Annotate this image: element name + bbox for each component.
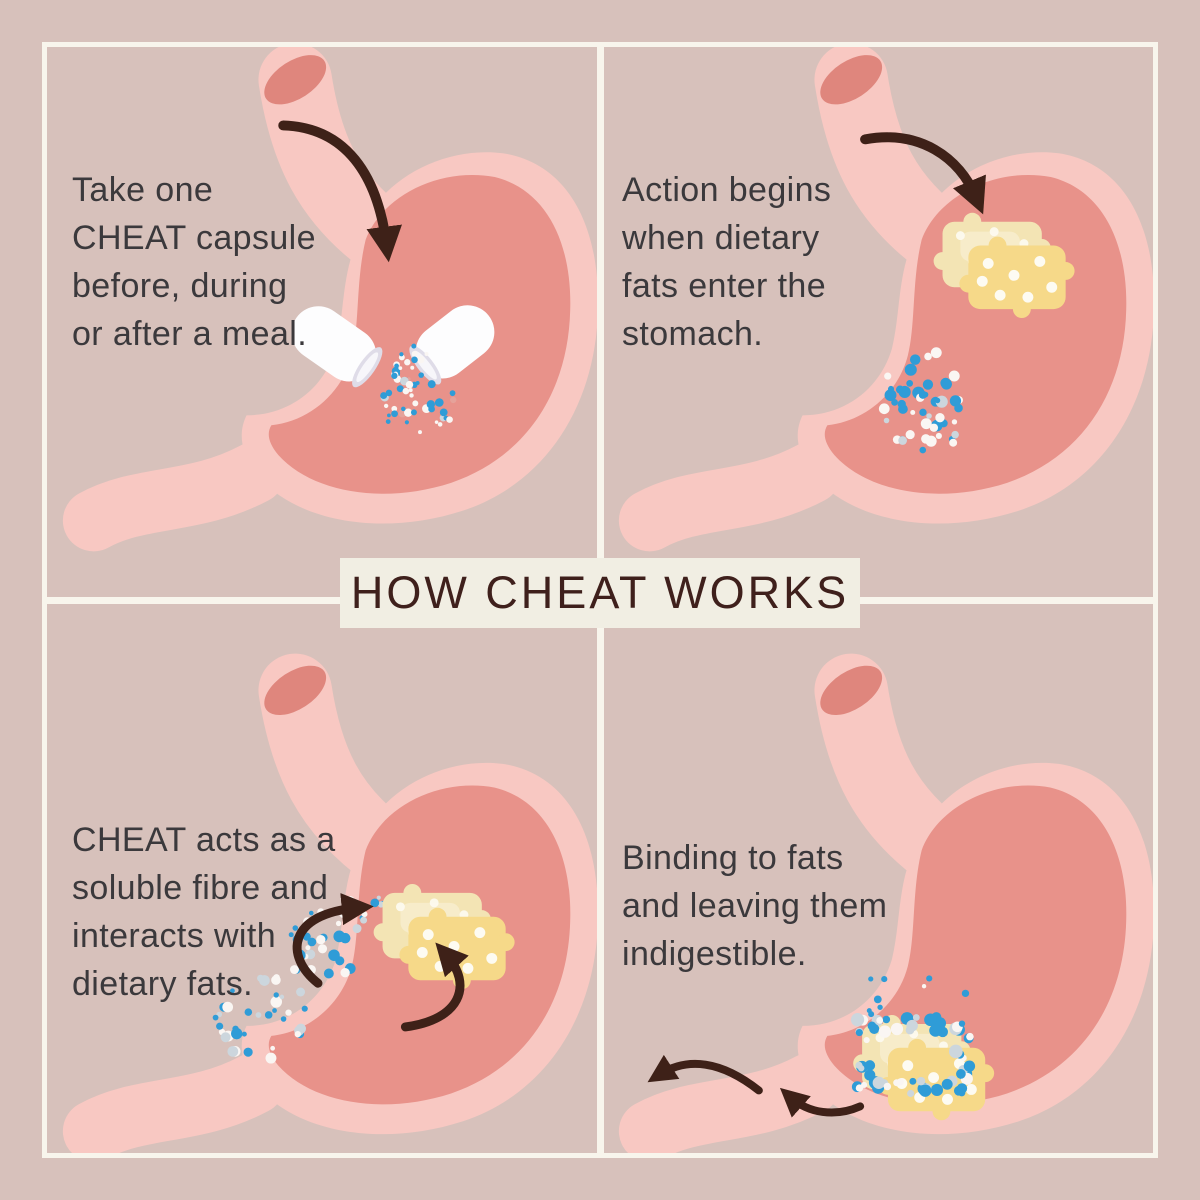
panel-step-1: Take one CHEAT capsule before, during or… — [46, 46, 598, 598]
step-3-caption: CHEAT acts as a soluble fibre and intera… — [72, 821, 336, 1003]
particles-icon — [850, 1012, 976, 1098]
esophagus-opening — [264, 55, 327, 105]
duodenum — [618, 1052, 842, 1154]
panel-step-2: Action begins when dietary fats enter th… — [602, 46, 1154, 598]
particles-icon — [380, 376, 457, 435]
stomach-fats-illustration — [618, 46, 1154, 552]
stomach-capsule-illustration — [62, 46, 598, 552]
duodenum — [62, 442, 286, 552]
curved-arrow-icon — [779, 1087, 865, 1118]
title-banner: HOW CHEAT WORKS — [340, 558, 860, 628]
step-1-caption: Take one CHEAT capsule before, during or… — [72, 171, 316, 353]
curved-arrow-icon — [278, 120, 402, 263]
curved-arrow-icon — [292, 893, 374, 988]
esophagus-opening — [820, 665, 883, 716]
curved-arrow-icon — [400, 942, 469, 1032]
panel-step-4: Binding to fats and leaving them indiges… — [602, 602, 1154, 1154]
open-capsule-icon — [291, 306, 383, 388]
dietary-fat-icon — [933, 212, 1075, 319]
coated-fat-icon — [850, 975, 995, 1121]
step-2-caption: Action begins when dietary fats enter th… — [622, 171, 832, 353]
page-title: HOW CHEAT WORKS — [350, 567, 850, 618]
esophagus-opening — [264, 665, 327, 716]
stomach-fibre-illustration — [62, 653, 598, 1154]
particles-icon — [866, 975, 970, 1033]
particles-icon — [212, 974, 308, 1064]
stomach-binding-illustration — [618, 653, 1154, 1154]
curved-arrow-icon — [860, 132, 986, 215]
duodenum — [618, 442, 842, 552]
dietary-fat-icon — [373, 883, 515, 990]
panel-step-3: CHEAT acts as a soluble fibre and intera… — [46, 602, 598, 1154]
stomach-interior — [268, 174, 571, 494]
step-4-caption: Binding to fats and leaving them indiges… — [622, 839, 888, 973]
curved-arrow-icon — [647, 1054, 763, 1095]
particles-icon — [878, 347, 963, 454]
duodenum — [62, 1052, 286, 1154]
particles-icon — [391, 343, 429, 383]
esophagus-opening — [820, 55, 883, 105]
